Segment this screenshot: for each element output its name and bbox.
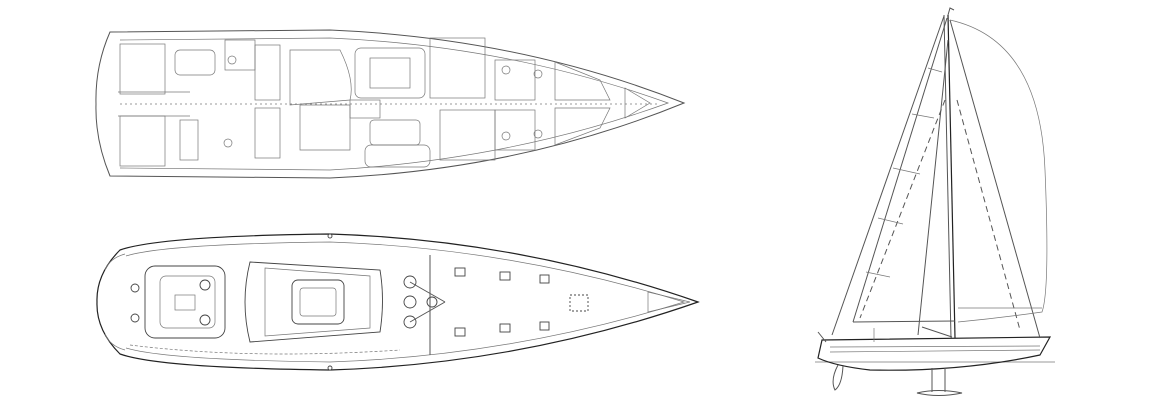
- rudder: [832, 364, 844, 391]
- keel: [916, 368, 963, 396]
- boom: [852, 320, 956, 323]
- mast: [947, 14, 956, 339]
- spinnaker: [949, 19, 1048, 323]
- interior-plan: [95, 29, 686, 179]
- jib-luff: [917, 39, 949, 336]
- sail-profile: [815, 7, 1055, 396]
- hull-profile: [817, 336, 1052, 371]
- deck-plan: [96, 233, 700, 371]
- mainsail-leech: [852, 17, 948, 323]
- cockpit: [144, 265, 226, 339]
- forestay: [949, 19, 1041, 339]
- interior-hull-outline: [95, 29, 686, 179]
